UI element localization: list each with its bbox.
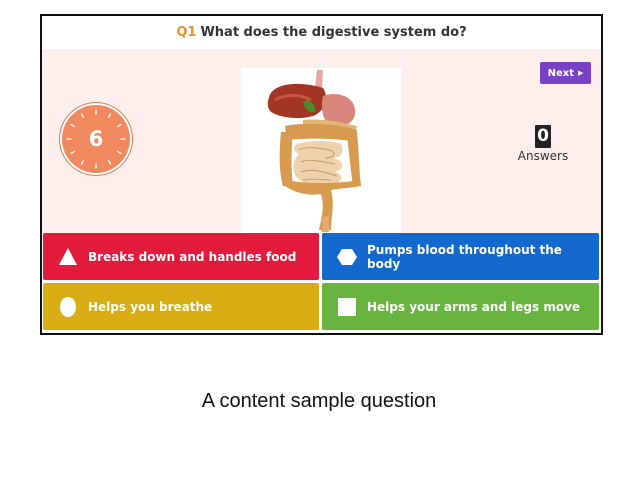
answer-option-triangle[interactable]: Breaks down and handles food [43,233,319,280]
answer-option-label: Helps your arms and legs move [367,299,581,314]
answers-label: Answers [517,149,569,163]
answers-count: 0 [535,125,551,148]
question-header: Q1 What does the digestive system do? [42,16,601,49]
answer-option-hexagon[interactable]: Pumps blood throughout the body [322,233,599,280]
answer-option-label: Pumps blood throughout the body [367,242,562,271]
digestive-system-icon [267,70,361,232]
quiz-slide: Q1 What does the digestive system do? [40,14,603,335]
countdown-timer: 6 [62,105,130,173]
caret-right-icon: ▶ [578,69,584,77]
next-button[interactable]: Next ▶ [540,62,591,84]
hexagon-icon [337,248,357,265]
next-button-label: Next [547,67,574,79]
answer-option-label: Breaks down and handles food [88,249,297,264]
answer-option-label: Helps you breathe [88,299,213,314]
answers-counter: 0 Answers [508,125,578,163]
timer-ticks-icon [66,109,126,169]
question-number: Q1 [176,25,197,40]
answer-option-square[interactable]: Helps your arms and legs move [322,283,599,330]
answer-option-circle[interactable]: Helps you breathe [43,283,319,330]
question-area: 6 [42,49,601,233]
question-image [241,68,401,233]
triangle-icon [59,247,77,265]
timer-value: 6 [88,127,104,151]
square-icon [338,297,356,316]
slide-caption: A content sample question [201,390,437,412]
circle-icon [60,296,76,317]
question-text: What does the digestive system do? [200,25,467,40]
